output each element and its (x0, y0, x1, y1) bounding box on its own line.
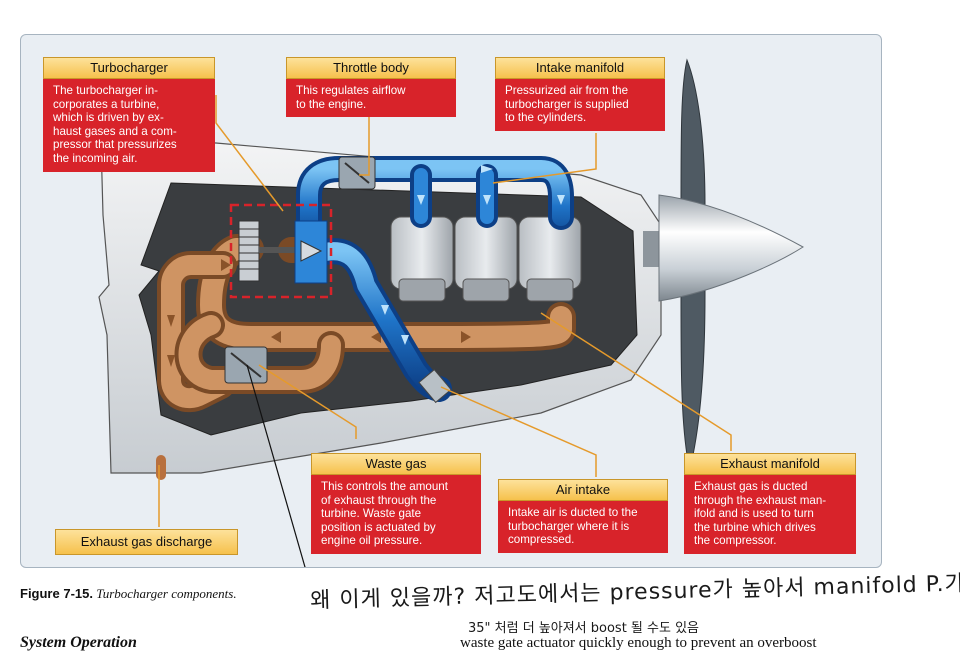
intake-manifold-callout-title: Intake manifold (495, 57, 665, 79)
callout-line: the turbine which drives (694, 520, 816, 534)
callout-line: compressed. (508, 533, 575, 547)
handwritten-note-line2: 35" 처럼 더 높아져서 boost 될 수도 있음 (468, 621, 699, 636)
turbocharger-icon (229, 203, 333, 299)
callout-line: position is actuated by (321, 520, 436, 534)
callout-line: turbocharger where it is (508, 519, 630, 533)
turbocharger-illustration (98, 58, 804, 567)
diagram-panel: Turbocharger The turbocharger in- corpor… (20, 34, 882, 568)
callout-line: Intake air is ducted to the (508, 506, 638, 519)
waste-gas-callout-text: This controls the amount of exhaust thro… (311, 475, 481, 554)
throttle-body-callout: Throttle body This regulates airflow to … (286, 57, 456, 118)
waste-gas-callout-title: Waste gas (311, 453, 481, 475)
callout-line: the incoming air. (53, 151, 138, 165)
exhaust-manifold-callout: Exhaust manifold Exhaust gas is ducted t… (684, 453, 856, 554)
callout-line: turbocharger is supplied (505, 97, 629, 111)
exhaust-flow-arrows (167, 259, 471, 367)
callout-line: through the exhaust man- (694, 493, 827, 507)
callout-line: to the cylinders. (505, 111, 587, 125)
callout-line: the compressor. (694, 534, 777, 548)
turbocharger-callout-title: Turbocharger (43, 57, 215, 79)
air-intake-callout-title: Air intake (498, 479, 668, 501)
waste-gas-callout: Waste gas This controls the amount of ex… (311, 453, 481, 554)
callout-line: Pressurized air from the (505, 84, 629, 97)
section-heading: System Operation (20, 634, 137, 651)
engine-cylinders (390, 216, 582, 302)
turbocharger-callout-text: The turbocharger in- corporates a turbin… (43, 79, 215, 172)
exhaust-discharge-callout: Exhaust gas discharge (55, 529, 238, 555)
throttle-body-icon (338, 156, 376, 190)
figure-caption: Figure 7-15. Turbocharger components. (20, 586, 237, 602)
callout-line: corporates a turbine, (53, 97, 160, 111)
callout-line: ifold and is used to turn (694, 507, 814, 521)
figure-caption-text: Turbocharger components. (96, 586, 237, 601)
callout-line: The turbocharger in- (53, 84, 159, 97)
callout-line: Exhaust gas is ducted (694, 480, 808, 493)
air-intake-callout: Air intake Intake air is ducted to the t… (498, 479, 668, 553)
callout-line: haust gases and a com- (53, 124, 177, 138)
exhaust-discharge-callout-title: Exhaust gas discharge (55, 529, 238, 555)
waste-gate-icon (224, 346, 268, 384)
body-text-fragment: waste gate actuator quickly enough to pr… (460, 635, 817, 651)
callout-line: This regulates airflow (296, 84, 406, 97)
handwritten-note: 왜 이게 있을까? 저고도에서는 pressure가 높아서 manifold … (309, 571, 960, 614)
intake-flow-arrows (357, 165, 565, 345)
callout-line: of exhaust through the (321, 493, 437, 507)
intake-manifold-callout-text: Pressurized air from the turbocharger is… (495, 79, 665, 131)
callout-line: which is driven by ex- (53, 111, 164, 125)
exhaust-manifold-callout-title: Exhaust manifold (684, 453, 856, 475)
air-intake-screen-icon (418, 368, 452, 404)
callout-line: turbine. Waste gate (321, 507, 422, 521)
intake-manifold-callout: Intake manifold Pressurized air from the… (495, 57, 665, 131)
callout-line: This controls the amount (321, 480, 448, 493)
leader-lines (158, 95, 732, 527)
callout-line: engine oil pressure. (321, 534, 423, 548)
callout-line: pressor that pressurizes (53, 138, 177, 152)
figure-number: Figure 7-15. (20, 586, 93, 601)
throttle-body-callout-title: Throttle body (286, 57, 456, 79)
turbocharger-callout: Turbocharger The turbocharger in- corpor… (43, 57, 215, 172)
throttle-body-callout-text: This regulates airflow to the engine. (286, 79, 456, 118)
spinner-icon (643, 194, 804, 302)
annotation-pen-line (246, 364, 306, 567)
exhaust-manifold-callout-text: Exhaust gas is ducted through the exhaus… (684, 475, 856, 554)
callout-line: to the engine. (296, 97, 367, 111)
air-intake-callout-text: Intake air is ducted to the turbocharger… (498, 501, 668, 553)
